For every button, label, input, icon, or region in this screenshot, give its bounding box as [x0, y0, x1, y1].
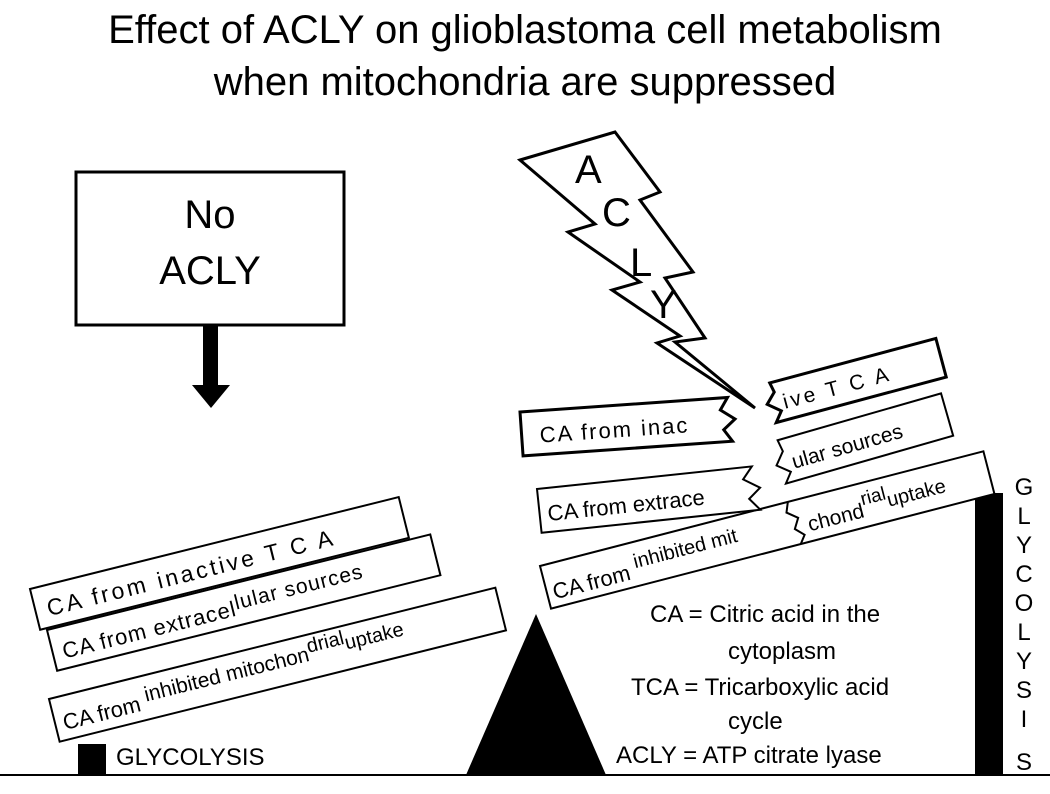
- legend-ca-line-1: CA = Citric acid in the: [650, 601, 881, 628]
- glycolysis-letter: L: [1017, 619, 1030, 646]
- bolt-letter-l: L: [630, 241, 652, 285]
- left-plank-bottom: CA from inhibited mitochondrialuptake: [47, 586, 508, 743]
- glycolysis-letter: S: [1016, 677, 1032, 704]
- left-plank-middle: CA from extracellular sources: [45, 533, 442, 672]
- title-line-1: Effect of ACLY on glioblastoma cell meta…: [108, 8, 942, 52]
- bolt-letter-y: Y: [650, 283, 677, 327]
- right-broken-stack: CA from inhibited mit chondrialuptake CA…: [518, 336, 996, 610]
- glycolysis-letter: I: [1021, 706, 1028, 733]
- right-plank-bottom: CA from inhibited mit chondrialuptake: [538, 450, 996, 610]
- right-plank-top-right: ive T C A: [765, 336, 949, 425]
- right-plank-top-left: CA from inac: [518, 395, 738, 458]
- bolt-letter-a: A: [575, 148, 602, 192]
- legend-acly-line-1: ACLY = ATP citrate lyase: [616, 742, 882, 769]
- glycolysis-letter: O: [1015, 590, 1034, 617]
- glycolysis-letter: G: [1015, 474, 1034, 501]
- glycolysis-letter: L: [1017, 503, 1030, 530]
- right-plank-middle-left: CA from extrace: [535, 465, 763, 534]
- down-arrow-icon: [192, 325, 230, 408]
- right-glycolysis-bar: [975, 493, 1003, 775]
- legend-tca-line-2: cycle: [728, 708, 783, 735]
- legend-ca-line-2: cytoplasm: [728, 638, 837, 665]
- glycolysis-letter: C: [1015, 561, 1032, 588]
- left-glycolysis-bar: [78, 744, 106, 775]
- title-line-2: when mitochondria are suppressed: [213, 60, 837, 104]
- legend-tca-line-1: TCA = Tricarboxylic acid: [631, 674, 890, 701]
- acly-lightning-bolt-icon: A C L Y: [516, 130, 756, 410]
- bolt-letter-c: C: [602, 191, 631, 235]
- left-plank-stack: CA from inhibited mitochondrialuptake CA…: [28, 495, 508, 743]
- left-glycolysis-label: GLYCOLYSIS: [116, 744, 265, 771]
- no-acly-line-1: No: [184, 193, 235, 237]
- no-acly-line-2: ACLY: [159, 249, 261, 293]
- fulcrum-triangle: [466, 614, 606, 775]
- glycolysis-letter: S: [1016, 749, 1032, 776]
- glycolysis-letter: Y: [1016, 532, 1032, 559]
- glycolysis-letter: Y: [1016, 648, 1032, 675]
- right-glycolysis-vertical-label: G L Y C O L Y S I S: [1015, 474, 1034, 776]
